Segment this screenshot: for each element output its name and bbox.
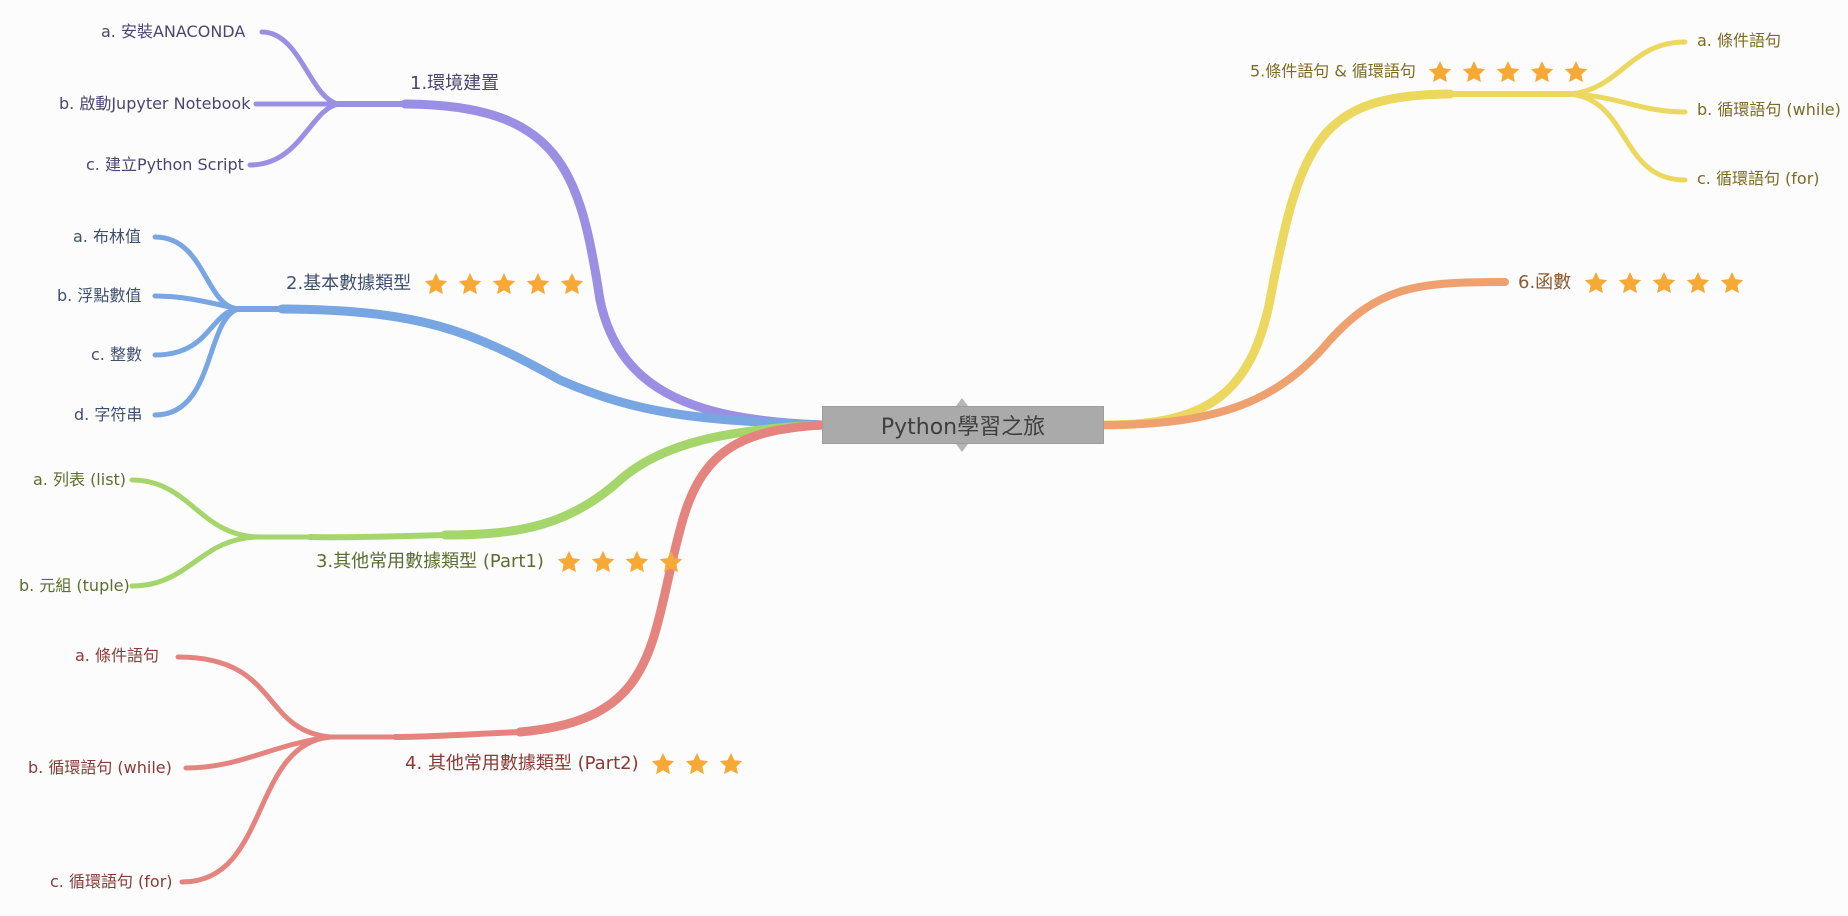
branch-other1-label: 3.其他常用數據類型 (Part1)	[316, 551, 544, 572]
branch-basic-child-d[interactable]: d. 字符串	[74, 405, 142, 425]
branch-cond-child-a[interactable]: a. 條件語句	[1697, 31, 1781, 51]
branch-func[interactable]: 6.函數	[1518, 270, 1753, 296]
branch-env-child-c[interactable]: c. 建立Python Script	[86, 155, 244, 175]
central-topic-label: Python學習之旅	[880, 415, 1046, 440]
branch-basic[interactable]: 2.基本數據類型	[286, 271, 593, 297]
branch-other1-child-a[interactable]: a. 列表 (list)	[33, 470, 126, 490]
star-icon	[525, 271, 551, 297]
star-icon	[491, 271, 517, 297]
star-icon	[1563, 59, 1589, 85]
branch-other2-child-a-label: a. 條件語句	[75, 646, 159, 665]
star-icon	[1583, 270, 1609, 296]
star-icon	[658, 549, 684, 575]
branch-cond-child-b[interactable]: b. 循環語句 (while)	[1697, 100, 1841, 120]
rating-stars	[556, 549, 692, 575]
branch-basic-child-b-label: b. 浮點數值	[57, 286, 142, 305]
branch-env-child-a[interactable]: a. 安裝ANACONDA	[101, 22, 245, 42]
connector-cond	[1099, 39, 1688, 430]
branch-env-child-c-label: c. 建立Python Script	[86, 155, 244, 174]
branch-basic-label: 2.基本數據類型	[286, 273, 412, 294]
connector-func	[1100, 278, 1509, 429]
rating-stars	[1427, 59, 1597, 85]
branch-env-child-b[interactable]: b. 啟動Jupyter Notebook	[59, 94, 250, 114]
star-icon	[1495, 59, 1521, 85]
connector-other2	[175, 420, 827, 885]
branch-basic-child-b[interactable]: b. 浮點數值	[57, 286, 141, 306]
branch-cond-child-a-label: a. 條件語句	[1697, 31, 1781, 50]
star-icon	[423, 271, 449, 297]
branch-other1[interactable]: 3.其他常用數據類型 (Part1)	[316, 549, 692, 575]
branch-basic-child-a-label: a. 布林值	[73, 227, 141, 246]
star-icon	[650, 751, 676, 777]
branch-cond-label: 5.條件語句 & 循環語句	[1250, 61, 1416, 81]
connector-basic	[152, 234, 827, 430]
star-icon	[457, 271, 483, 297]
branch-other2[interactable]: 4. 其他常用數據類型 (Part2)	[405, 751, 752, 777]
star-icon	[624, 549, 650, 575]
star-icon	[684, 751, 710, 777]
branch-cond-child-b-label: b. 循環語句 (while)	[1697, 100, 1841, 119]
star-icon	[590, 549, 616, 575]
branch-cond-child-c[interactable]: c. 循環語句 (for)	[1697, 169, 1820, 189]
branch-basic-child-d-label: d. 字符串	[74, 405, 143, 424]
branch-cond[interactable]: 5.條件語句 & 循環語句	[1250, 59, 1597, 85]
rating-stars	[1583, 270, 1753, 296]
star-icon	[1529, 59, 1555, 85]
star-icon	[1719, 270, 1745, 296]
branch-other1-child-a-label: a. 列表 (list)	[33, 470, 127, 489]
branch-other1-child-b-label: b. 元組 (tuple)	[19, 576, 130, 595]
star-icon	[718, 751, 744, 777]
rating-stars	[650, 751, 752, 777]
star-icon	[1461, 59, 1487, 85]
rating-stars	[423, 271, 593, 297]
star-icon	[556, 549, 582, 575]
connector-env	[247, 29, 827, 430]
branch-env-child-a-label: a. 安裝ANACONDA	[101, 22, 246, 41]
star-icon	[1617, 270, 1643, 296]
branch-other2-child-c-label: c. 循環語句 (for)	[50, 872, 173, 891]
branch-func-label: 6.函數	[1518, 272, 1572, 293]
branch-other2-child-b[interactable]: b. 循環語句 (while)	[28, 758, 172, 778]
star-icon	[559, 271, 585, 297]
branch-other2-child-c[interactable]: c. 循環語句 (for)	[50, 872, 173, 892]
branch-basic-child-c[interactable]: c. 整數	[91, 345, 142, 365]
central-topic[interactable]: Python學習之旅	[822, 406, 1104, 444]
branch-other1-child-b[interactable]: b. 元組 (tuple)	[19, 576, 130, 596]
branch-other2-label: 4. 其他常用數據類型 (Part2)	[405, 753, 639, 774]
branch-cond-child-c-label: c. 循環語句 (for)	[1697, 169, 1820, 188]
branch-basic-child-c-label: c. 整數	[91, 345, 142, 364]
branch-basic-child-a[interactable]: a. 布林值	[73, 227, 141, 247]
star-icon	[1685, 270, 1711, 296]
branch-env-child-b-label: b. 啟動Jupyter Notebook	[59, 94, 251, 113]
star-icon	[1427, 59, 1453, 85]
branch-other2-child-a[interactable]: a. 條件語句	[75, 646, 159, 666]
star-icon	[1651, 270, 1677, 296]
branch-other2-child-b-label: b. 循環語句 (while)	[28, 758, 172, 777]
connector-other1	[129, 420, 827, 589]
branch-env[interactable]: 1.環境建置	[410, 74, 499, 94]
branch-env-label: 1.環境建置	[410, 73, 500, 94]
